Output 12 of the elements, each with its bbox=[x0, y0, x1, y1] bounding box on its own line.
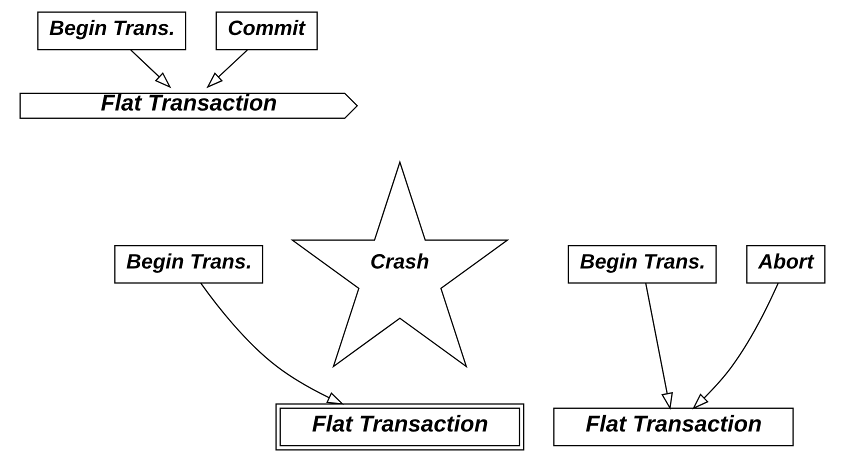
arrow bbox=[644, 283, 672, 410]
node-box: Abort bbox=[746, 244, 825, 284]
node-box: Flat Transaction bbox=[274, 403, 524, 450]
node-box: Flat Transaction bbox=[552, 408, 794, 446]
arrow bbox=[692, 282, 778, 410]
arrow bbox=[206, 49, 248, 88]
arrow bbox=[130, 49, 171, 88]
node-box: Begin Trans. bbox=[36, 12, 186, 50]
node-box: Commit bbox=[215, 12, 318, 50]
node-box: Begin Trans. bbox=[567, 244, 716, 284]
arrow bbox=[200, 282, 344, 405]
node-box: Begin Trans. bbox=[114, 244, 263, 284]
